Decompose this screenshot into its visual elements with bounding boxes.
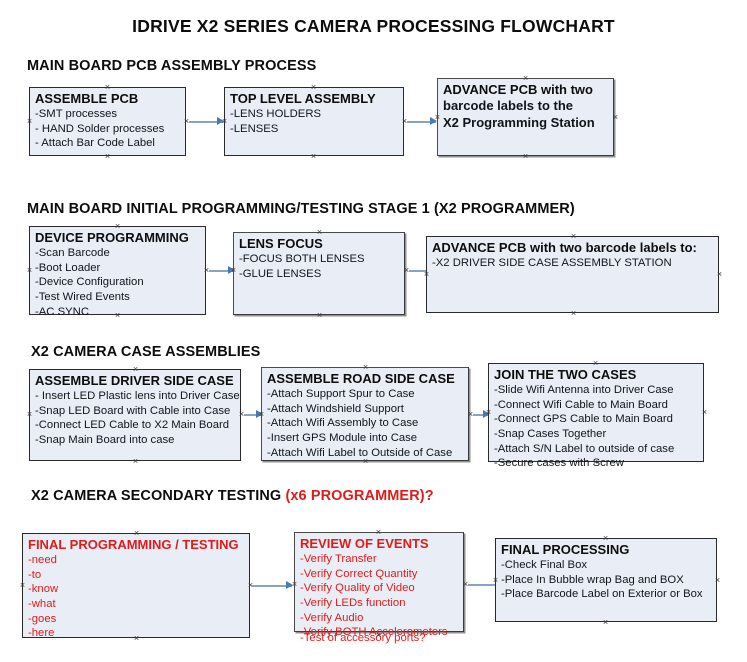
box-line: -Test Wired Events: [35, 290, 130, 303]
box-line: -Verify Transfer: [300, 553, 377, 566]
arrow-road-side-to-join-cases: [473, 410, 490, 419]
box-line: -Connect Wifi Cable to Main Board: [494, 398, 668, 411]
box-title: JOIN THE TWO CASES: [494, 367, 637, 382]
box-line: -here: [28, 627, 55, 640]
box-line: -Connect GPS Cable to Main Board: [494, 413, 673, 426]
box-title: ASSEMBLE ROAD SIDE CASE: [267, 371, 455, 386]
box-line: - HAND Solder processes: [35, 122, 165, 135]
box-title: ASSEMBLE DRIVER SIDE CASE: [35, 373, 234, 388]
box-line: -Boot Loader: [35, 261, 101, 274]
box-line: -Attach Windshield Support: [267, 402, 404, 415]
box-line: -need: [28, 554, 57, 567]
box-line: -X2 DRIVER SIDE CASE ASSEMBLY STATION: [432, 257, 672, 270]
box-line: -SMT processes: [35, 108, 118, 121]
box-final-programming-testing[interactable]: FINAL PROGRAMMING / TESTING -need -to -k…: [22, 533, 250, 640]
section-heading-main-board-pcb-assembly: MAIN BOARD PCB ASSEMBLY PROCESS: [27, 58, 317, 74]
box-title: FINAL PROCESSING: [501, 542, 630, 557]
box-assemble-road-side-case[interactable]: ASSEMBLE ROAD SIDE CASE -Attach Support …: [261, 367, 469, 461]
section-heading-x2-camera-secondary-testing: X2 CAMERA SECONDARY TESTING (x6 PROGRAMM…: [31, 488, 434, 504]
box-line: -what: [28, 597, 56, 610]
section-heading-accent: (x6 PROGRAMMER)?: [285, 488, 434, 504]
box-line: -Place In Bubble wrap Bag and BOX: [501, 573, 684, 586]
box-line: -LENS HOLDERS: [230, 108, 322, 121]
box-final-processing[interactable]: FINAL PROCESSING -Check Final Box -Place…: [495, 538, 717, 622]
box-title: ASSEMBLE PCB: [35, 91, 139, 106]
box-line: - Insert LED Plastic lens into Driver Ca…: [35, 390, 240, 403]
arrow-assemble-pcb-to-top-level: [189, 117, 224, 126]
box-assemble-driver-side-case[interactable]: ASSEMBLE DRIVER SIDE CASE - Insert LED P…: [29, 369, 241, 461]
box-line: -to: [28, 568, 42, 581]
arrow-final-programming-to-review-of-events: [252, 581, 293, 590]
box-title: ADVANCE PCB with two: [443, 82, 593, 97]
box-line: X2 Programming Station: [443, 114, 595, 130]
box-line: -Connect LED Cable to X2 Main Board: [35, 419, 230, 432]
box-line: -Insert GPS Module into Case: [267, 431, 418, 444]
box-line: -Scan Barcode: [35, 247, 110, 260]
section-heading-text: X2 CAMERA SECONDARY TESTING: [31, 488, 286, 504]
arrow-driver-side-to-road-side: [244, 410, 263, 419]
box-top-level-assembly[interactable]: TOP LEVEL ASSEMBLY -LENS HOLDERS -LENSES: [224, 87, 404, 156]
box-line: -Snap LED Board with Cable into Case: [35, 404, 231, 417]
box-line: -LENSES: [230, 122, 279, 135]
box-line: -Secure cases with Screw: [494, 457, 624, 470]
box-line: -FOCUS BOTH LENSES: [239, 253, 365, 266]
box-line: barcode labels to the: [443, 98, 574, 114]
box-line: -Snap Cases Together: [494, 427, 607, 440]
box-line: -Place Barcode Label on Exterior or Box: [501, 588, 703, 601]
box-line: -Verify Audio: [300, 611, 364, 624]
box-assemble-pcb[interactable]: ASSEMBLE PCB -SMT processes - HAND Solde…: [29, 87, 186, 156]
box-line: -Verify LEDs function: [300, 596, 406, 609]
box-line: -Attach Wifi Label to Outside of Case: [267, 446, 453, 459]
box-title: DEVICE PROGRAMMING: [35, 230, 189, 245]
box-line: -Slide Wifi Antenna into Driver Case: [494, 384, 674, 397]
box-line: -GLUE LENSES: [239, 267, 322, 280]
box-line: -Verify Quality of Video: [300, 582, 415, 595]
box-line: -Attach Wifi Assembly to Case: [267, 417, 419, 430]
box-line: -Attach Support Spur to Case: [267, 388, 415, 401]
box-title: LENS FOCUS: [239, 236, 323, 251]
box-title: FINAL PROGRAMMING / TESTING: [28, 537, 239, 552]
box-line: -AC SYNC: [35, 305, 89, 318]
box-title: ADVANCE PCB with two barcode labels to:: [432, 240, 697, 255]
box-overflow-line: -Test of accessory ports?: [300, 632, 426, 645]
arrow-top-level-to-advance-pcb: [407, 117, 437, 126]
box-line: -Device Configuration: [35, 276, 144, 289]
box-lens-focus[interactable]: LENS FOCUS -FOCUS BOTH LENSES -GLUE LENS…: [233, 232, 405, 315]
box-line: -Check Final Box: [501, 559, 588, 572]
arrow-device-programming-to-lens-focus: [209, 266, 235, 275]
box-device-programming[interactable]: DEVICE PROGRAMMING -Scan Barcode -Boot L…: [29, 226, 206, 318]
box-line: -Attach S/N Label to outside of case: [494, 442, 675, 455]
box-title: REVIEW OF EVENTS: [300, 536, 429, 551]
box-line: -goes: [28, 612, 57, 625]
section-heading-main-board-initial-programming: MAIN BOARD INITIAL PROGRAMMING/TESTING S…: [27, 201, 575, 217]
section-heading-x2-camera-case-assemblies: X2 CAMERA CASE ASSEMBLIES: [31, 344, 261, 360]
box-line: -know: [28, 583, 59, 596]
box-title: TOP LEVEL ASSEMBLY: [230, 91, 376, 106]
box-line: -Verify Correct Quantity: [300, 567, 418, 580]
box-line: -Snap Main Board into case: [35, 433, 175, 446]
page-title: IDRIVE X2 SERIES CAMERA PROCESSING FLOWC…: [132, 16, 615, 36]
box-review-of-events[interactable]: REVIEW OF EVENTS -Verify Transfer -Verif…: [294, 532, 464, 644]
box-advance-pcb-to-driver-side-case-station[interactable]: ADVANCE PCB with two barcode labels to: …: [426, 236, 719, 313]
box-join-the-two-cases[interactable]: JOIN THE TWO CASES -Slide Wifi Antenna i…: [488, 363, 704, 469]
box-advance-pcb-to-x2-programming-station[interactable]: ADVANCE PCB with two barcode labels to t…: [437, 78, 614, 156]
box-line: -Verify BOTH Accelerometers: [300, 626, 448, 639]
box-line: - Attach Bar Code Label: [35, 137, 155, 150]
